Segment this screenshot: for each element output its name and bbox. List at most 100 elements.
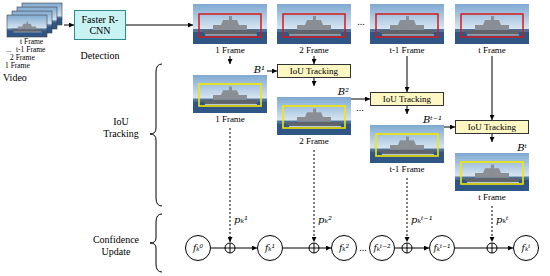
video-stack: t Frame... t-1 Frame2 Frame1 FrameVideo xyxy=(2,2,64,86)
score-label: pₖ² xyxy=(318,214,332,225)
node-text: IoU Tracking xyxy=(383,94,431,104)
flow-arrow xyxy=(407,106,408,114)
node-text: fₖᵗ⁻¹ xyxy=(433,243,450,253)
node-text: fₖ⁰ xyxy=(193,243,203,253)
detected-frames xyxy=(193,4,529,44)
node-text: ... xyxy=(6,45,12,54)
flow-arrow xyxy=(64,25,74,26)
node-text: fₖ² xyxy=(339,243,349,253)
node-text: 2 Frame xyxy=(299,136,329,146)
node-text: 1 Frame xyxy=(215,45,245,55)
text-holder: 1 Frame xyxy=(5,62,61,70)
node-text: 2 Frame xyxy=(299,45,329,55)
node-text: 2 Frame xyxy=(10,53,35,62)
text-holder: t-1 Frame xyxy=(370,44,444,56)
text-holder: t Frame xyxy=(455,191,529,204)
label-holder: ... xyxy=(357,242,369,254)
flow-arrow xyxy=(444,127,455,128)
node-text: Faster R-CNN xyxy=(78,14,122,36)
flow-arrow xyxy=(351,99,370,100)
text-holder: Bᵗ xyxy=(491,142,527,153)
text-holder: ... xyxy=(6,46,16,54)
node-text: t Frame xyxy=(20,37,43,46)
text-label: ... xyxy=(356,102,364,113)
node-text: fₖ¹ xyxy=(265,243,275,253)
text-label: Confidence Update xyxy=(93,234,139,257)
label-holder: pₖ² xyxy=(318,214,348,226)
flow-arrow xyxy=(455,248,513,249)
node-text: t-1 Frame xyxy=(16,45,45,54)
node-text: fₖᵗ xyxy=(522,243,531,253)
text-holder: Bᵗ⁻¹ xyxy=(406,114,442,125)
text-holder: 2 Frame xyxy=(10,54,60,62)
state-circle: fₖ⁰ xyxy=(185,235,211,261)
process-box: IoU Tracking xyxy=(370,92,444,106)
flow-arrow xyxy=(126,25,193,26)
node-text: Bᵗ xyxy=(517,142,527,153)
node-text: B² xyxy=(338,86,349,97)
state-circle: fₖ² xyxy=(331,235,357,261)
plus-symbols xyxy=(225,243,497,253)
node-text: 1 Frame xyxy=(5,61,30,70)
frame-image: 2 Frame xyxy=(277,4,351,56)
node-text: t Frame xyxy=(478,192,506,202)
frame-image: 1 Frame xyxy=(193,4,267,56)
score-label: pₖᵗ xyxy=(496,214,509,225)
label-holder: IoU Tracking xyxy=(96,116,146,140)
text-label: ... xyxy=(359,242,367,253)
detector-box: Faster R-CNN xyxy=(74,10,126,40)
node-text: Video xyxy=(3,72,27,83)
text-holder: 2 Frame xyxy=(277,44,351,56)
circle-shape xyxy=(514,236,539,261)
flow-arrow xyxy=(283,248,331,249)
text-holder: 2 Frame xyxy=(277,135,351,148)
node-text: t-1 Frame xyxy=(389,45,424,55)
circle-shape xyxy=(186,236,211,261)
flow-arrow xyxy=(407,56,408,92)
state-circle: fₖᵗ⁻¹ xyxy=(429,235,455,261)
video-stack-picture xyxy=(7,3,62,37)
text-holder: B¹ xyxy=(229,64,265,75)
flow-arrow xyxy=(492,56,493,120)
label-holder: ... xyxy=(354,16,368,28)
process-box: IoU Tracking xyxy=(455,120,529,134)
frame-image: t-1 Frame xyxy=(370,4,444,56)
flow-arrow xyxy=(314,78,315,86)
label-holder: ... xyxy=(353,102,367,114)
flow-arrow xyxy=(230,56,231,64)
node-text: fₖᵗ⁻² xyxy=(373,243,390,253)
circle-shape xyxy=(430,236,455,261)
node-text: t Frame xyxy=(478,45,506,55)
text-label: ... xyxy=(357,16,365,27)
node-text: IoU Tracking xyxy=(468,122,516,132)
tracked-frame: B¹ 1 Frame xyxy=(193,64,267,126)
flow-arrow xyxy=(492,134,493,142)
text-holder: t Frame xyxy=(455,44,529,56)
process-box: IoU Tracking xyxy=(277,64,351,78)
text-holder: B² xyxy=(313,86,349,97)
tracked-frame: Bᵗ⁻¹ t-1 Frame xyxy=(370,114,444,176)
flow-arrow xyxy=(314,56,315,64)
text-holder: 1 Frame xyxy=(193,44,267,56)
circle-shape xyxy=(370,236,395,261)
flow-arrow xyxy=(267,71,277,72)
circle-shape xyxy=(258,236,283,261)
brackets xyxy=(150,64,162,272)
label-holder: Confidence Update xyxy=(84,234,148,258)
tracked-frame: Bᵗ t Frame xyxy=(455,142,529,204)
node-text: t-1 Frame xyxy=(389,164,424,174)
tracked-frames xyxy=(193,75,529,191)
circle-shape xyxy=(332,236,357,261)
node-text: Bᵗ⁻¹ xyxy=(423,114,442,125)
node-text: 1 Frame xyxy=(215,114,245,124)
text-holder: t-1 Frame xyxy=(16,46,60,54)
text-holder: t Frame xyxy=(20,38,64,46)
text-holder: 1 Frame xyxy=(193,113,267,126)
text-holder: Video xyxy=(3,72,53,84)
score-label: pₖᵗ⁻¹ xyxy=(411,214,433,225)
